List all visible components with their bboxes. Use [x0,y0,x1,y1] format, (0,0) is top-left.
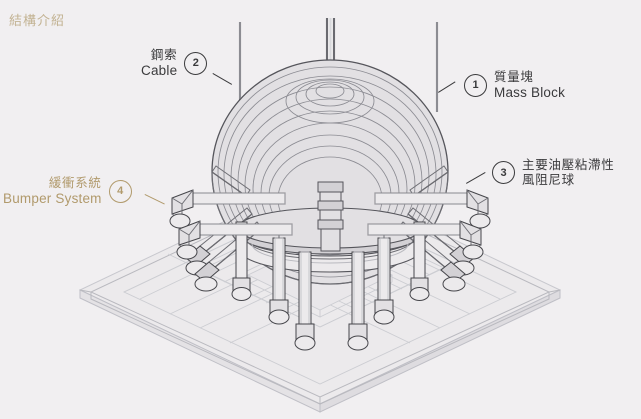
callout-bumper-system[interactable]: 緩衝系統 Bumper System 4 [3,176,132,207]
callout-label-en-1: Mass Block [494,84,566,100]
page-title: 結構介紹 [9,13,66,28]
callout-label-cn-4: 緩衝系統 [48,176,102,190]
callout-label-cn-1: 質量塊 [494,70,534,84]
callout-badge-2: 2 [184,51,208,75]
callout-label-en-4: Bumper System [3,190,102,206]
vertical-damper-legs [231,221,430,351]
callout-badge-3: 3 [492,161,515,185]
callout-mass-block[interactable]: 1 質量塊 Mass Block [464,70,565,101]
callout-label-cn-2: 鋼索 [150,48,178,62]
bumper-system [169,189,491,260]
callout-viscous-damper[interactable]: 3 主要油壓粘滯性 風阻尼球 [492,158,614,188]
callout-cable[interactable]: 鋼索 Cable 2 [141,48,208,79]
callout-label-en-2: Cable [141,62,178,78]
callout-badge-1: 1 [464,73,487,97]
callout-label-cn2-3: 風阻尼球 [522,172,575,187]
callout-badge-4: 4 [108,179,132,203]
primary-viscous-dampers [185,165,475,292]
callout-label-cn-3: 主要油壓粘滯性 [522,158,615,172]
